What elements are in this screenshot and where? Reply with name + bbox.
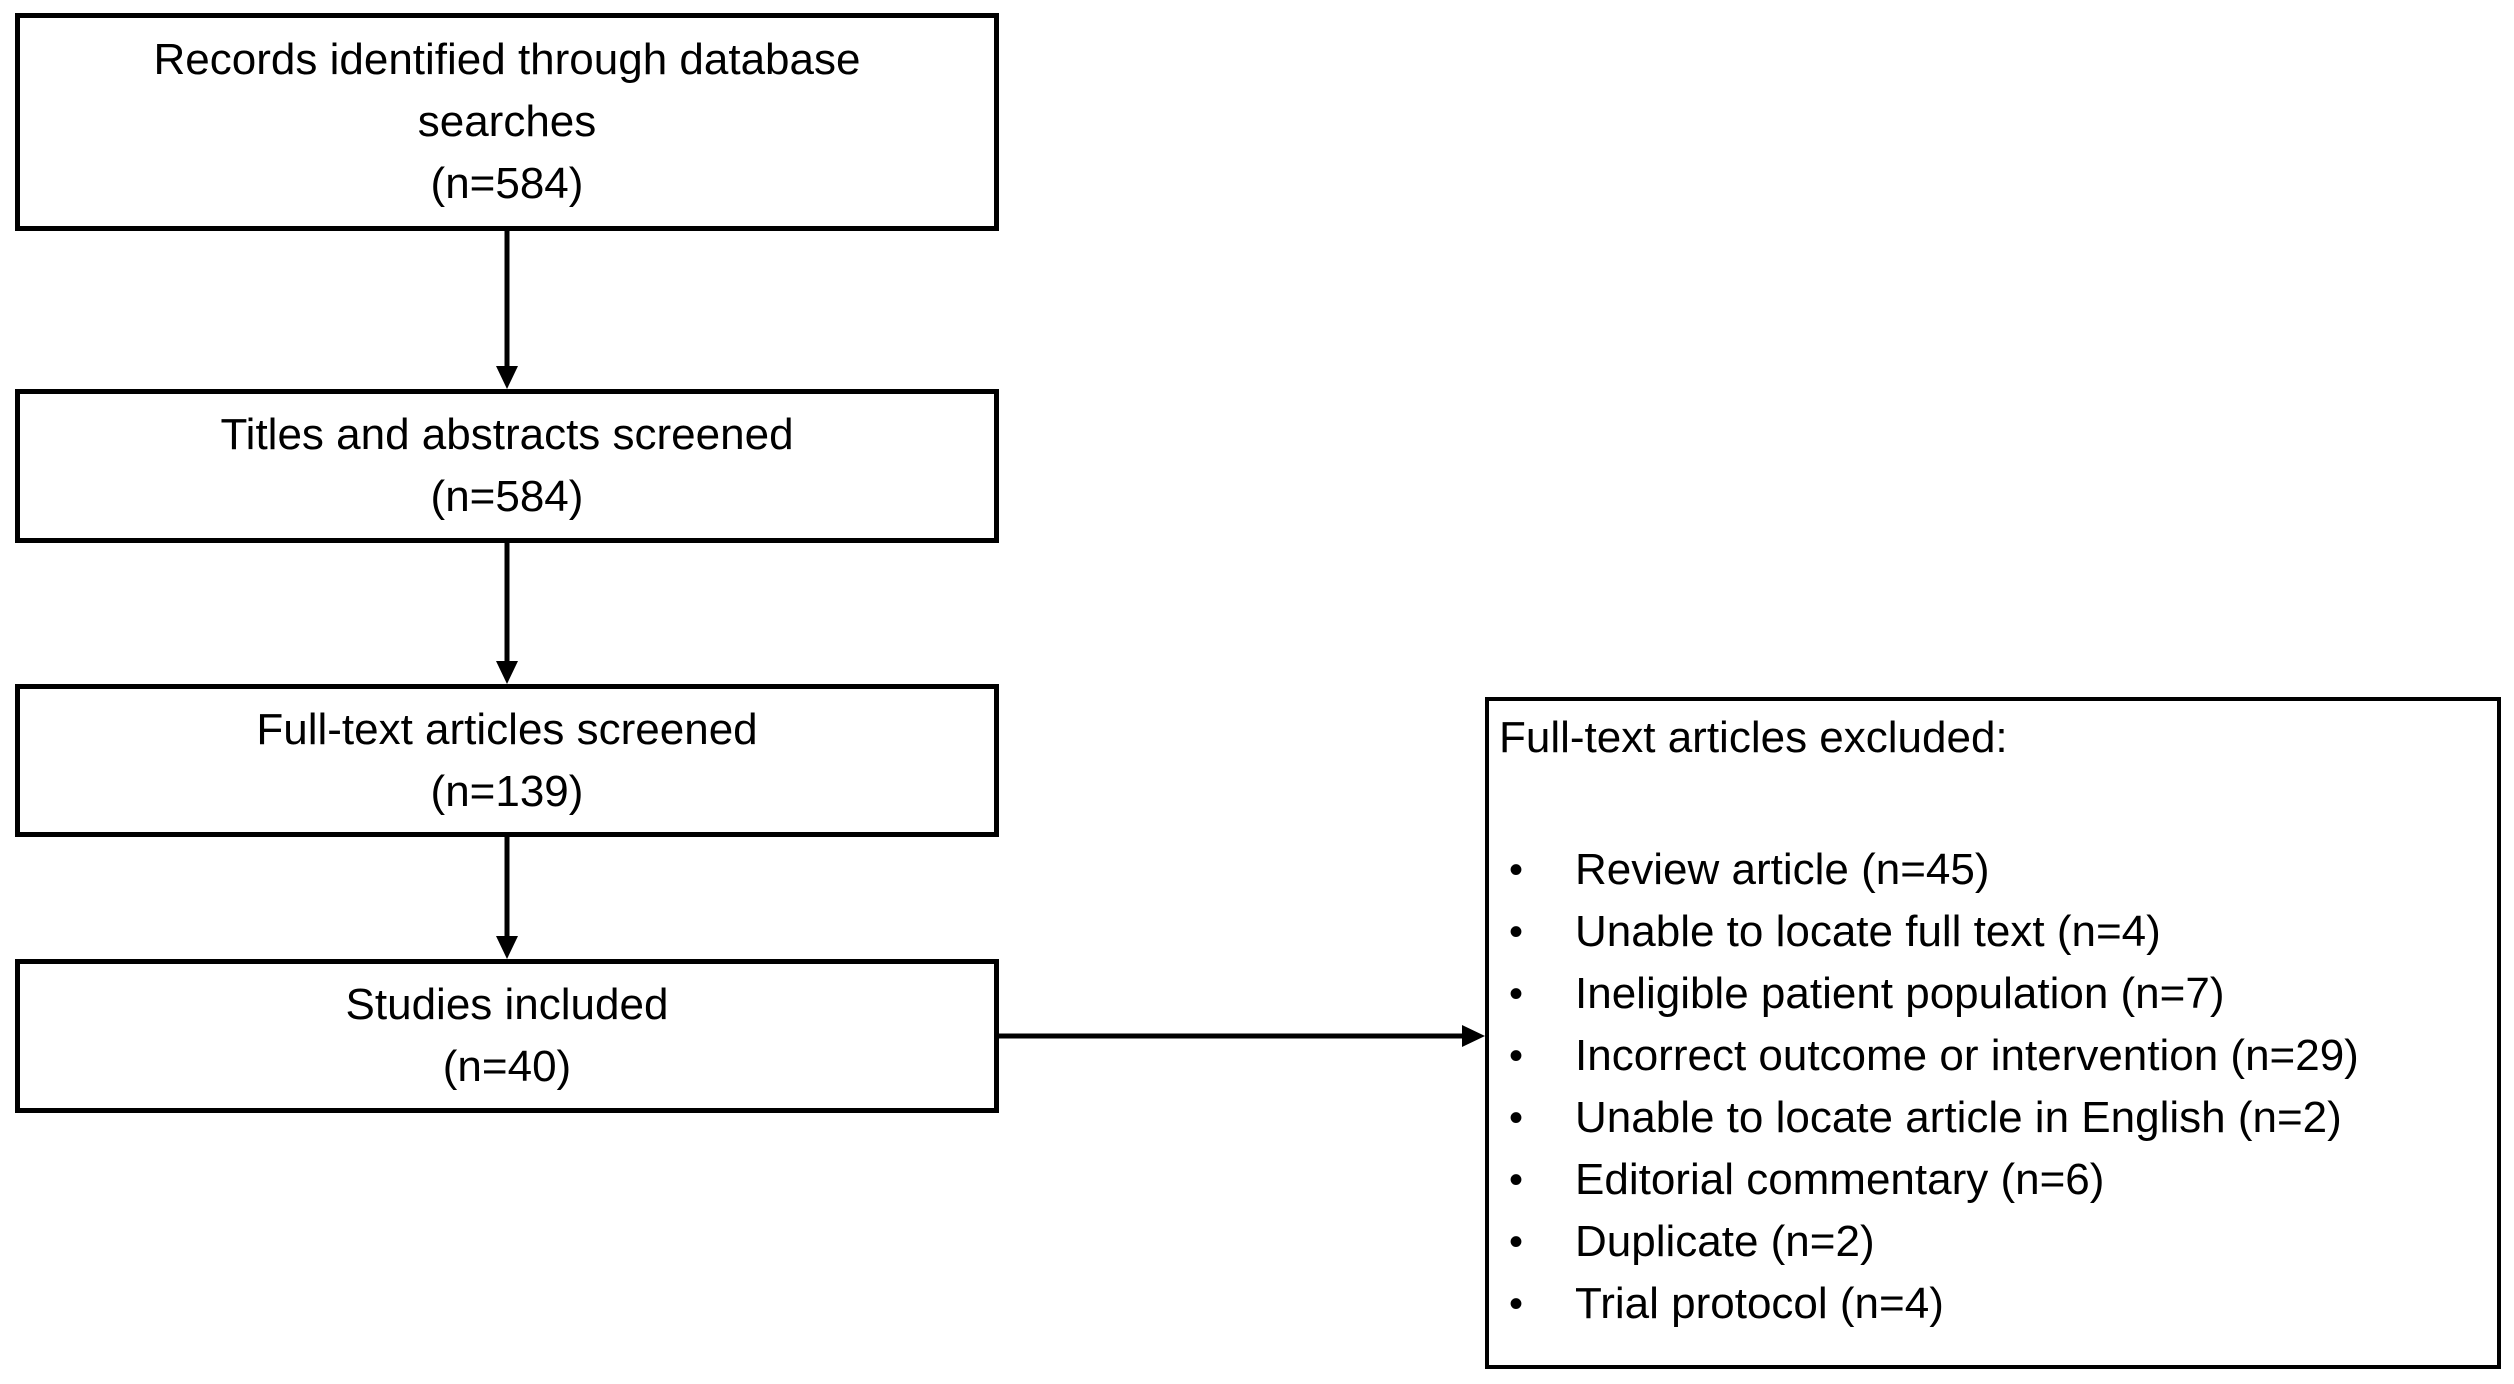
- excluded-reason-text: Review article (n=45): [1575, 845, 1990, 894]
- excluded-reason-item: • Unable to locate article in English (n…: [1499, 1087, 2483, 1149]
- flow-box-count: (n=40): [442, 1042, 572, 1091]
- excluded-reason-item: • Ineligible patient population (n=7): [1499, 963, 2483, 1025]
- flow-box-count: (n=584): [430, 159, 584, 208]
- excluded-reason-item: • Incorrect outcome or intervention (n=2…: [1499, 1025, 2483, 1087]
- arrow-down-fulltext-to-included: [496, 837, 518, 959]
- bullet-icon: •: [1509, 1282, 1524, 1326]
- excluded-reason-item: • Editorial commentary (n=6): [1499, 1149, 2483, 1211]
- arrow-down-screened-to-fulltext: [496, 543, 518, 684]
- flow-box-records-identified: Records identified through database sear…: [15, 13, 999, 231]
- excluded-reason-text: Incorrect outcome or intervention (n=29): [1575, 1031, 2359, 1080]
- excluded-reason-item: • Unable to locate full text (n=4): [1499, 901, 2483, 963]
- bullet-icon: •: [1509, 1034, 1524, 1078]
- flow-box-studies-included: Studies included (n=40): [15, 959, 999, 1113]
- bullet-icon: •: [1509, 972, 1524, 1016]
- excluded-reason-text: Ineligible patient population (n=7): [1575, 969, 2225, 1018]
- flow-box-line: Full-text articles screened: [256, 704, 758, 754]
- bullet-icon: •: [1509, 1158, 1524, 1202]
- excluded-box: Full-text articles excluded: • Review ar…: [1485, 697, 2501, 1369]
- arrow-right-included-to-excluded: [999, 1025, 1485, 1047]
- excluded-box-title: Full-text articles excluded:: [1499, 713, 2008, 762]
- excluded-reason-item: • Review article (n=45): [1499, 839, 2483, 901]
- excluded-reason-item: • Trial protocol (n=4): [1499, 1273, 2483, 1335]
- excluded-reason-item: • Duplicate (n=2): [1499, 1211, 2483, 1273]
- excluded-reason-text: Trial protocol (n=4): [1575, 1279, 1944, 1328]
- bullet-icon: •: [1509, 910, 1524, 954]
- flow-box-line: Studies included: [345, 980, 669, 1029]
- bullet-icon: •: [1509, 1220, 1524, 1264]
- flow-box-fulltext-screened: Full-text articles screened (n=139): [15, 684, 999, 837]
- excluded-reason-text: Duplicate (n=2): [1575, 1217, 1875, 1266]
- flow-box-titles-abstracts-screened: Titles and abstracts screened (n=584): [15, 389, 999, 543]
- flow-box-line: Records identified through database: [153, 35, 861, 84]
- arrow-down-records-to-screened: [496, 231, 518, 389]
- excluded-reason-text: Unable to locate article in English (n=2…: [1575, 1093, 2342, 1142]
- bullet-icon: •: [1509, 1096, 1524, 1140]
- bullet-icon: •: [1509, 848, 1524, 892]
- flow-box-count: (n=139): [430, 766, 584, 816]
- excluded-reason-text: Editorial commentary (n=6): [1575, 1155, 2105, 1204]
- excluded-reasons-list: • Review article (n=45) • Unable to loca…: [1499, 839, 2483, 1335]
- flow-box-line: Titles and abstracts screened: [220, 410, 794, 459]
- flow-box-line: searches: [417, 97, 597, 146]
- flow-box-count: (n=584): [430, 472, 584, 521]
- excluded-reason-text: Unable to locate full text (n=4): [1575, 907, 2161, 956]
